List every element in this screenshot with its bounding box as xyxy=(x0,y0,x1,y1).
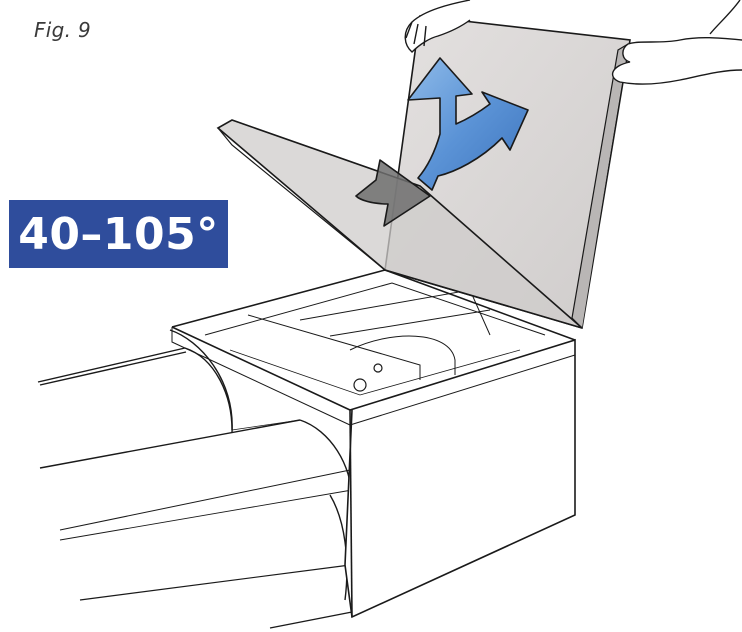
figure-label: Fig. 9 xyxy=(34,18,91,42)
pipes xyxy=(37,329,353,629)
hand-icon xyxy=(404,0,742,85)
box-body xyxy=(171,269,576,619)
angle-badge: 40–105° xyxy=(18,208,219,260)
angle-badge-background xyxy=(9,200,228,268)
double-direction-arrow-icon xyxy=(355,57,529,227)
